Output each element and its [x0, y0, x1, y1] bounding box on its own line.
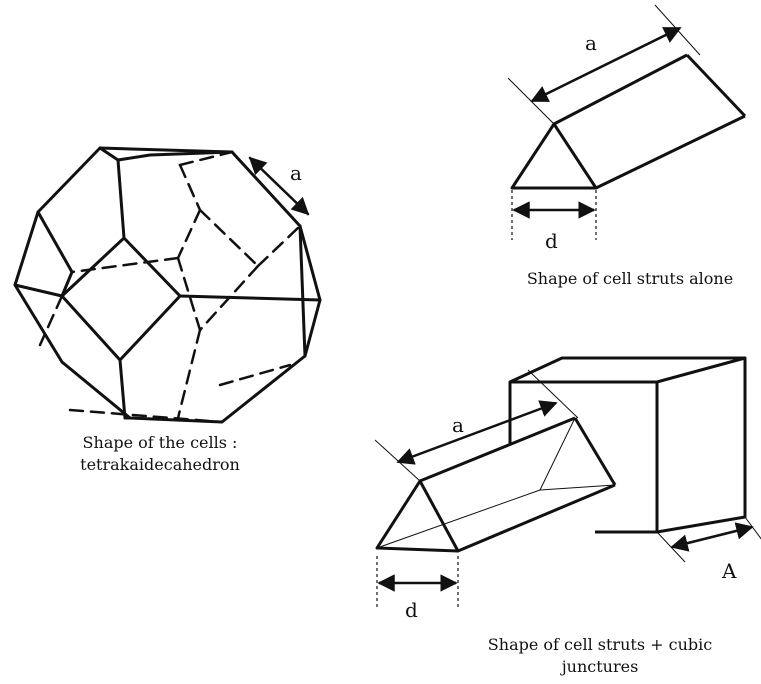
- tetrakaidecahedron-front-edges: [13, 146, 322, 420]
- tetrakaidecahedron-caption: Shape of the cells : tetrakaidecahedron: [40, 432, 280, 476]
- strut-alone-caption-line: Shape of cell struts alone: [526, 269, 734, 288]
- tetrakaidecahedron-front-square: [60, 236, 182, 362]
- tetrakaidecahedron-edge-label: a: [290, 161, 302, 185]
- tetrakaidecahedron-caption-line1: Shape of the cells :: [82, 433, 238, 452]
- tetrakaidecahedron-edge-arrow: [248, 156, 310, 216]
- strut-alone-width-label: d: [545, 229, 558, 253]
- strut-alone-caption: Shape of cell struts alone: [500, 268, 760, 290]
- tetrakaidecahedron-caption-line2: tetrakaidecahedron: [80, 455, 240, 474]
- strut-cubic-caption: Shape of cell struts + cubic junctures: [450, 634, 750, 678]
- strut-alone-length-arrow: [530, 26, 682, 103]
- strut-alone-front-triangle: [510, 122, 598, 190]
- strut-cubic-length-arrow: [396, 400, 558, 465]
- tetrakaidecahedron-hidden-edges: [38, 150, 302, 424]
- strut-cubic-caption-line1: Shape of cell struts + cubic: [487, 635, 713, 654]
- strut-cubic-front-triangle: [375, 479, 460, 553]
- strut-alone-diagram: a d: [507, 4, 747, 253]
- tetrakaidecahedron-diagram: a: [13, 146, 322, 424]
- strut-cubic-caption-line2: junctures: [561, 657, 639, 676]
- strut-cubic-prism-body: [377, 418, 615, 551]
- strut-cubic-width-label: d: [405, 598, 418, 622]
- strut-cubic-length-label: a: [452, 413, 464, 437]
- cube-edge-label: A: [721, 559, 737, 583]
- strut-alone-length-label: a: [585, 31, 597, 55]
- strut-cubic-diagram: a d A: [374, 356, 761, 622]
- cube-edge-arrow: [670, 522, 754, 552]
